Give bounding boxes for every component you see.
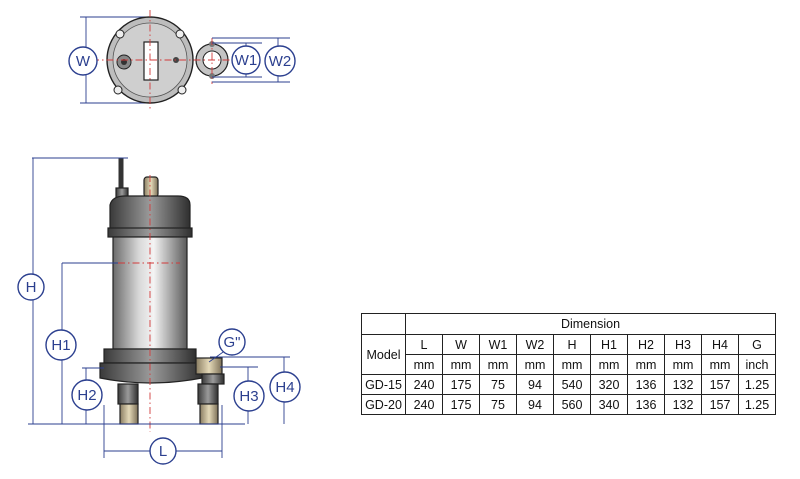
value-cell: 1.25 bbox=[738, 374, 776, 395]
model-cell: GD-20 bbox=[361, 394, 406, 415]
label-w: W bbox=[68, 46, 98, 76]
unit-cell: mm bbox=[627, 354, 665, 375]
value-cell: 157 bbox=[701, 374, 739, 395]
value-cell: 75 bbox=[479, 374, 517, 395]
table-corner bbox=[361, 313, 406, 335]
value-cell: 75 bbox=[479, 394, 517, 415]
side-view bbox=[28, 157, 290, 458]
label-l: L bbox=[149, 437, 177, 465]
table-title: Dimension bbox=[405, 313, 776, 335]
label-h: H bbox=[17, 273, 45, 301]
label-w2: W2 bbox=[264, 45, 296, 77]
value-cell: 94 bbox=[516, 374, 554, 395]
unit-cell: mm bbox=[479, 354, 517, 375]
unit-cell: mm bbox=[590, 354, 628, 375]
dimension-table: Dimension Model L W W1 W2 H H1 H2 H3 H4 … bbox=[361, 313, 776, 415]
model-header: Model bbox=[361, 334, 406, 375]
col-header-h1: H1 bbox=[590, 334, 628, 355]
label-h4: H4 bbox=[269, 371, 301, 403]
col-header-w1: W1 bbox=[479, 334, 517, 355]
unit-cell: mm bbox=[405, 354, 443, 375]
value-cell: 340 bbox=[590, 394, 628, 415]
label-h3: H3 bbox=[233, 380, 265, 412]
svg-text:W: W bbox=[76, 53, 91, 70]
svg-text:H4: H4 bbox=[275, 379, 294, 396]
value-cell: 560 bbox=[553, 394, 591, 415]
value-cell: 240 bbox=[405, 394, 443, 415]
col-header-h: H bbox=[553, 334, 591, 355]
col-header-w2: W2 bbox=[516, 334, 554, 355]
label-w1: W1 bbox=[231, 45, 261, 75]
table-row: GD-15 240 175 75 94 540 320 136 132 157 … bbox=[361, 374, 776, 395]
value-cell: 94 bbox=[516, 394, 554, 415]
svg-text:H2: H2 bbox=[77, 387, 96, 404]
model-cell: GD-15 bbox=[361, 374, 406, 395]
value-cell: 132 bbox=[664, 374, 702, 395]
label-h1: H1 bbox=[45, 329, 77, 361]
unit-cell: mm bbox=[553, 354, 591, 375]
unit-cell: mm bbox=[442, 354, 480, 375]
label-h2: H2 bbox=[71, 379, 103, 411]
value-cell: 157 bbox=[701, 394, 739, 415]
unit-cell: mm bbox=[664, 354, 702, 375]
value-cell: 320 bbox=[590, 374, 628, 395]
unit-cell: mm bbox=[516, 354, 554, 375]
value-cell: 1.25 bbox=[738, 394, 776, 415]
unit-cell: mm bbox=[701, 354, 739, 375]
unit-cell: inch bbox=[738, 354, 776, 375]
svg-text:W2: W2 bbox=[269, 53, 292, 70]
svg-text:G": G" bbox=[224, 334, 241, 351]
value-cell: 175 bbox=[442, 374, 480, 395]
col-header-h3: H3 bbox=[664, 334, 702, 355]
svg-text:H: H bbox=[26, 279, 37, 296]
col-header-h4: H4 bbox=[701, 334, 739, 355]
svg-text:L: L bbox=[159, 443, 167, 460]
col-header-w: W bbox=[442, 334, 480, 355]
col-header-g: G bbox=[738, 334, 776, 355]
svg-text:W1: W1 bbox=[235, 52, 258, 69]
value-cell: 240 bbox=[405, 374, 443, 395]
svg-text:H3: H3 bbox=[239, 388, 258, 405]
value-cell: 175 bbox=[442, 394, 480, 415]
value-cell: 540 bbox=[553, 374, 591, 395]
table-row: GD-20 240 175 75 94 560 340 136 132 157 … bbox=[361, 394, 776, 415]
col-header-l: L bbox=[405, 334, 443, 355]
col-header-h2: H2 bbox=[627, 334, 665, 355]
top-view bbox=[80, 10, 290, 110]
value-cell: 136 bbox=[627, 394, 665, 415]
svg-text:H1: H1 bbox=[51, 337, 70, 354]
value-cell: 136 bbox=[627, 374, 665, 395]
value-cell: 132 bbox=[664, 394, 702, 415]
label-g: G" bbox=[218, 328, 246, 356]
